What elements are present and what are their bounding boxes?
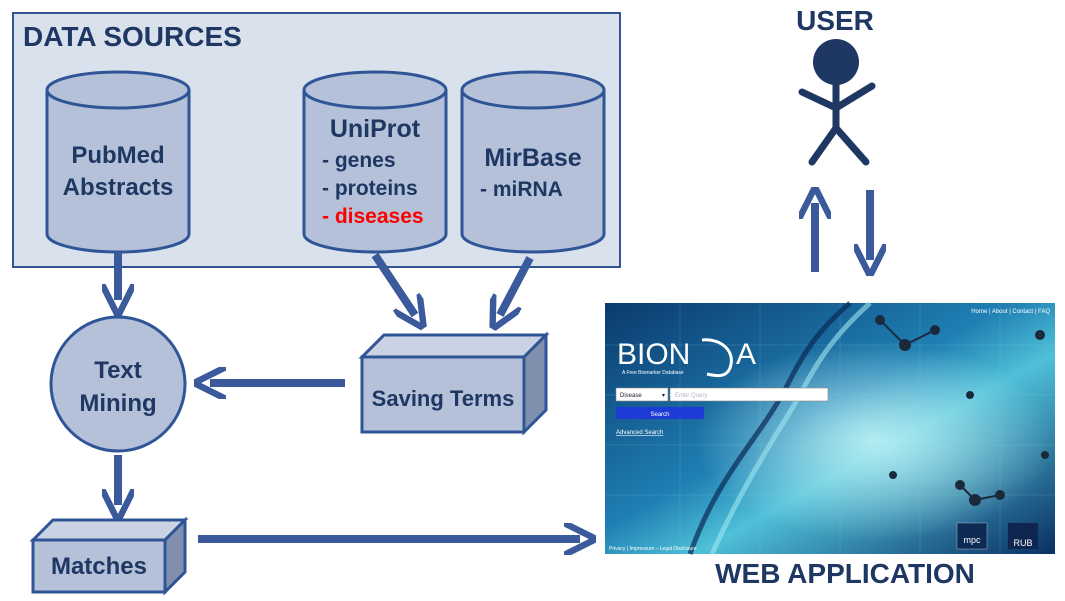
web-application-label: WEB APPLICATION: [715, 558, 975, 589]
text-mining-label-line1: Text: [94, 357, 142, 384]
search-input-placeholder: Enter Query: [675, 393, 707, 399]
biomarker-logo: BION A A Free Biomarker Database: [617, 338, 756, 378]
user-figure: USER: [796, 5, 876, 166]
saving-terms-label: Saving Terms: [372, 386, 515, 411]
advanced-search-link[interactable]: Advanced Search: [616, 430, 663, 436]
saving-terms-box: Saving Terms: [358, 331, 550, 436]
disease-select-value: Disease: [620, 393, 642, 399]
flow-arrows: [118, 190, 870, 539]
rub-logo: RUB: [1008, 523, 1038, 549]
logo-text-left: BION: [617, 338, 690, 371]
uniprot-title: UniProt: [330, 115, 421, 143]
pubmed-label-line1: PubMed: [71, 142, 164, 169]
webapp-top-nav[interactable]: Home | About | Contact | FAQ: [971, 309, 1050, 315]
webapp-search-form: Disease ▾ Enter Query Search Advanced Se…: [615, 387, 829, 436]
logo-helix-icon: [701, 338, 733, 378]
matches-label: Matches: [51, 553, 147, 580]
rub-logo-text: RUB: [1013, 538, 1032, 548]
arrow-uniprot-to-savingterms: [371, 252, 415, 315]
disease-select[interactable]: [615, 387, 669, 402]
mirbase-database-cylinder: MirBase - miRNA: [460, 70, 606, 254]
text-mining-label-line2: Mining: [79, 390, 156, 417]
mpc-logo-text: mpc: [963, 535, 981, 545]
pubmed-database-cylinder: PubMed Abstracts: [45, 70, 191, 254]
user-person-icon: [798, 39, 876, 166]
logo-text-right: A: [736, 338, 756, 371]
molecule-graphics: [875, 315, 1049, 506]
logo-tagline: A Free Biomarker Database: [622, 370, 684, 376]
search-input[interactable]: [669, 387, 829, 402]
mpc-logo: mpc: [956, 522, 988, 550]
web-application-screenshot: Home | About | Contact | FAQ BION A A Fr…: [605, 301, 1055, 556]
user-label: USER: [796, 5, 874, 36]
data-sources-title: DATA SOURCES: [23, 21, 242, 52]
search-button[interactable]: [616, 407, 704, 419]
matches-box: Matches: [29, 516, 189, 596]
text-mining-node: Text Mining: [49, 315, 187, 453]
chevron-down-icon: ▾: [662, 393, 665, 399]
search-button-label: Search: [650, 412, 669, 418]
mirbase-item-mirna: - miRNA: [480, 178, 563, 201]
uniprot-item-diseases: - diseases: [322, 205, 424, 228]
mirbase-title: MirBase: [484, 144, 581, 172]
webapp-footer-links[interactable]: Privacy | Impressum – Legal Disclosure: [609, 546, 697, 552]
pubmed-label-line2: Abstracts: [63, 174, 174, 201]
arrow-mirbase-to-savingterms: [500, 256, 534, 315]
uniprot-item-proteins: - proteins: [322, 177, 418, 200]
uniprot-item-genes: - genes: [322, 149, 396, 172]
uniprot-database-cylinder: UniProt - genes - proteins - diseases: [302, 70, 448, 254]
